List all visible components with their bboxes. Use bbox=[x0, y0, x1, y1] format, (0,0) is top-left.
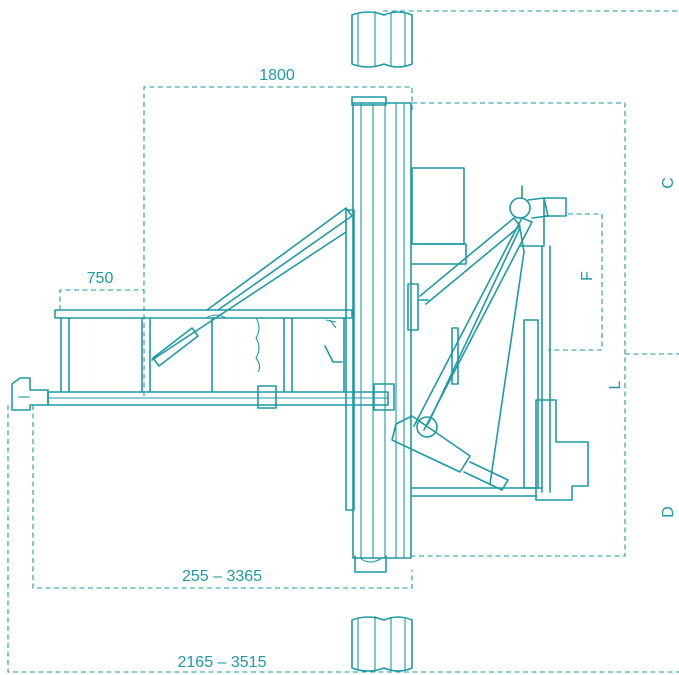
right-assembly bbox=[391, 167, 589, 501]
main-frame bbox=[345, 96, 412, 573]
dimension-labels: 1800 750 255 – 3365 2165 – 3515 C D F L bbox=[87, 67, 677, 671]
dimension-total-range: 2165 – 3515 bbox=[178, 654, 267, 671]
dimension-label-d: D bbox=[660, 506, 677, 518]
end-clamp bbox=[11, 377, 49, 411]
dimension-rail-range: 255 – 3365 bbox=[182, 568, 262, 585]
dimension-top-width: 1800 bbox=[259, 67, 295, 84]
support-arms bbox=[151, 207, 353, 361]
dimension-label-f: F bbox=[579, 271, 596, 281]
dimension-label-c: C bbox=[660, 177, 677, 189]
sliding-table bbox=[47, 309, 389, 409]
bottom-support-block bbox=[351, 616, 413, 672]
dimension-left-width: 750 bbox=[87, 270, 114, 287]
dimension-label-l: L bbox=[607, 380, 624, 389]
top-support-block bbox=[351, 11, 413, 68]
dimension-lines bbox=[7, 10, 679, 673]
